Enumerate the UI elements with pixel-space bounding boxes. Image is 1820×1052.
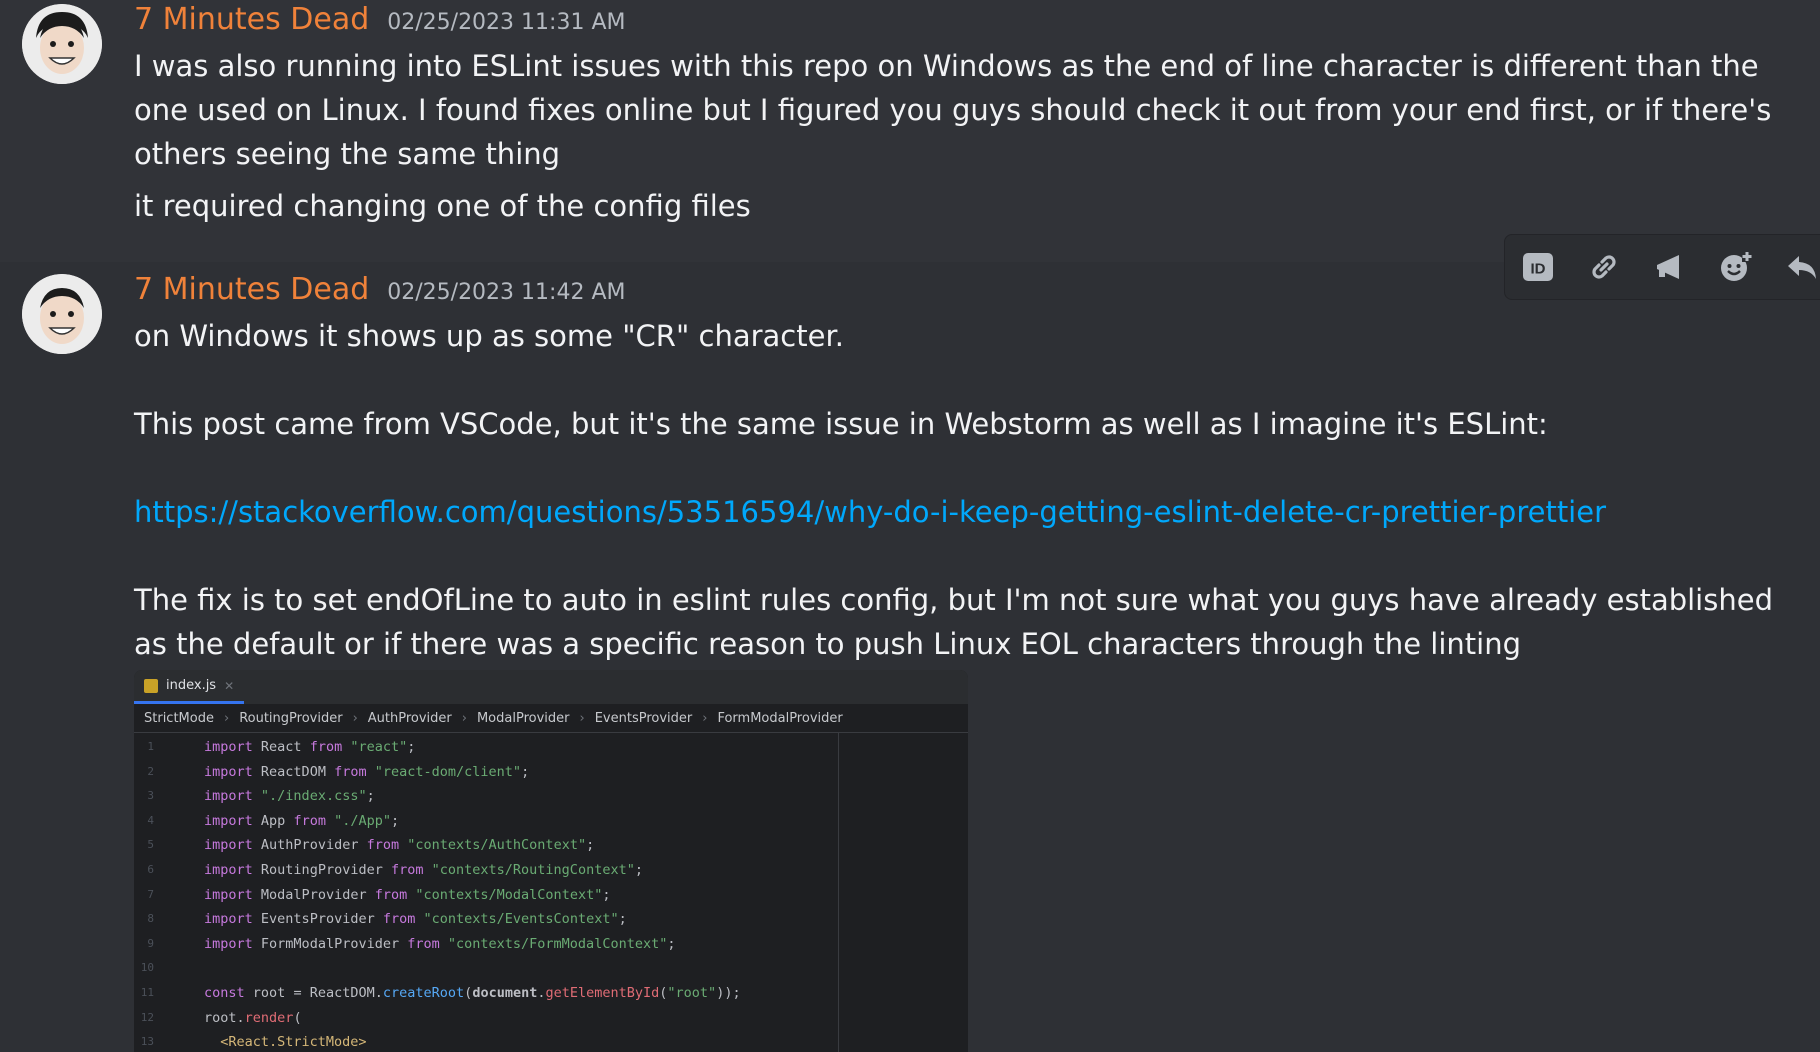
timestamp: 02/25/2023 11:42 AM <box>387 280 626 305</box>
code-text: import "./index.css"; <box>204 788 375 805</box>
code-text: import FormModalProvider from "contexts/… <box>204 935 676 952</box>
line-number: 5 <box>147 838 154 852</box>
megaphone-icon[interactable] <box>1647 244 1693 290</box>
line-number: 11 <box>140 986 154 999</box>
link-icon[interactable] <box>1581 244 1627 290</box>
username[interactable]: 7 Minutes Dead <box>134 272 370 307</box>
line-number: 3 <box>147 789 154 803</box>
id-icon[interactable]: ID <box>1515 244 1561 290</box>
right-margin-guide <box>838 733 839 1052</box>
line-number: 4 <box>147 813 154 827</box>
message-2-header: 7 Minutes Dead 02/25/2023 11:42 AM <box>134 272 625 307</box>
message-2-line-1: on Windows it shows up as some "CR" char… <box>134 319 844 353</box>
message-actions-toolbar: ID <box>1504 234 1820 300</box>
message-1-header: 7 Minutes Dead 02/25/2023 11:31 AM <box>134 2 625 37</box>
stackoverflow-link[interactable]: https://stackoverflow.com/questions/5351… <box>134 495 1607 529</box>
code-text: import RoutingProvider from "contexts/Ro… <box>204 862 643 878</box>
tab-label: index.js <box>166 678 217 693</box>
line-number: 9 <box>147 936 154 950</box>
code-text: root.render( <box>204 1009 302 1026</box>
close-icon: ✕ <box>224 678 235 693</box>
code-area: 1 import React from "react"; 2 import React… <box>134 733 968 1052</box>
username[interactable]: 7 Minutes Dead <box>134 2 370 37</box>
user-avatar[interactable] <box>22 274 102 354</box>
code-text: import EventsProvider from "contexts/Eve… <box>204 911 627 928</box>
line-number: 2 <box>147 764 154 778</box>
code-text: import React from "react"; <box>204 739 416 755</box>
code-text: const root = ReactDOM.createRoot(documen… <box>204 985 741 1001</box>
add-reaction-icon[interactable] <box>1713 244 1759 290</box>
code-screenshot-attachment[interactable]: index.js ✕ StrictMode› RoutingProvider› … <box>134 670 968 1052</box>
editor-tab: index.js ✕ <box>134 670 245 704</box>
breadcrumb-item: ModalProvider <box>476 710 570 726</box>
timestamp: 02/25/2023 11:31 AM <box>387 10 626 35</box>
line-number: 1 <box>147 740 154 753</box>
line-number: 13 <box>140 1035 154 1049</box>
code-text: <React.StrictMode> <box>220 1034 367 1051</box>
breadcrumb-item: FormModalProvider <box>717 710 843 726</box>
breadcrumb-item: RoutingProvider <box>239 710 343 726</box>
user-avatar[interactable] <box>22 4 102 84</box>
code-text: import ModalProvider from "contexts/Moda… <box>204 886 611 903</box>
line-number: 10 <box>140 961 154 975</box>
code-text: import ReactDOM from "react-dom/client"; <box>204 763 530 780</box>
line-number: 6 <box>147 863 154 876</box>
message-2-line-3: The fix is to set endOfLine to auto in e… <box>134 583 1773 661</box>
line-number: 8 <box>147 912 154 926</box>
line-number: 12 <box>140 1010 154 1024</box>
message-2-link-line: https://stackoverflow.com/questions/5351… <box>134 490 1804 534</box>
message-1 <box>0 0 1820 262</box>
reply-icon[interactable] <box>1779 244 1820 290</box>
code-text: import App from "./App"; <box>204 812 400 829</box>
id-label: ID <box>1531 261 1546 278</box>
message-2-line-2: This post came from VSCode, but it's the… <box>134 407 1548 441</box>
message-1-text: I was also running into ESLint issues wi… <box>134 49 1772 171</box>
editor-tab-bar: index.js ✕ <box>134 670 968 704</box>
code-text: import AuthProvider from "contexts/AuthC… <box>204 837 595 854</box>
breadcrumb-item: AuthProvider <box>367 710 452 726</box>
message-1-text-2: it required changing one of the config f… <box>134 189 751 223</box>
breadcrumb-item: EventsProvider <box>594 710 693 726</box>
js-file-icon <box>144 678 158 693</box>
breadcrumb-item: StrictMode <box>144 710 214 726</box>
breadcrumb: StrictMode› RoutingProvider› AuthProvide… <box>134 704 968 733</box>
line-number: 7 <box>147 887 154 901</box>
